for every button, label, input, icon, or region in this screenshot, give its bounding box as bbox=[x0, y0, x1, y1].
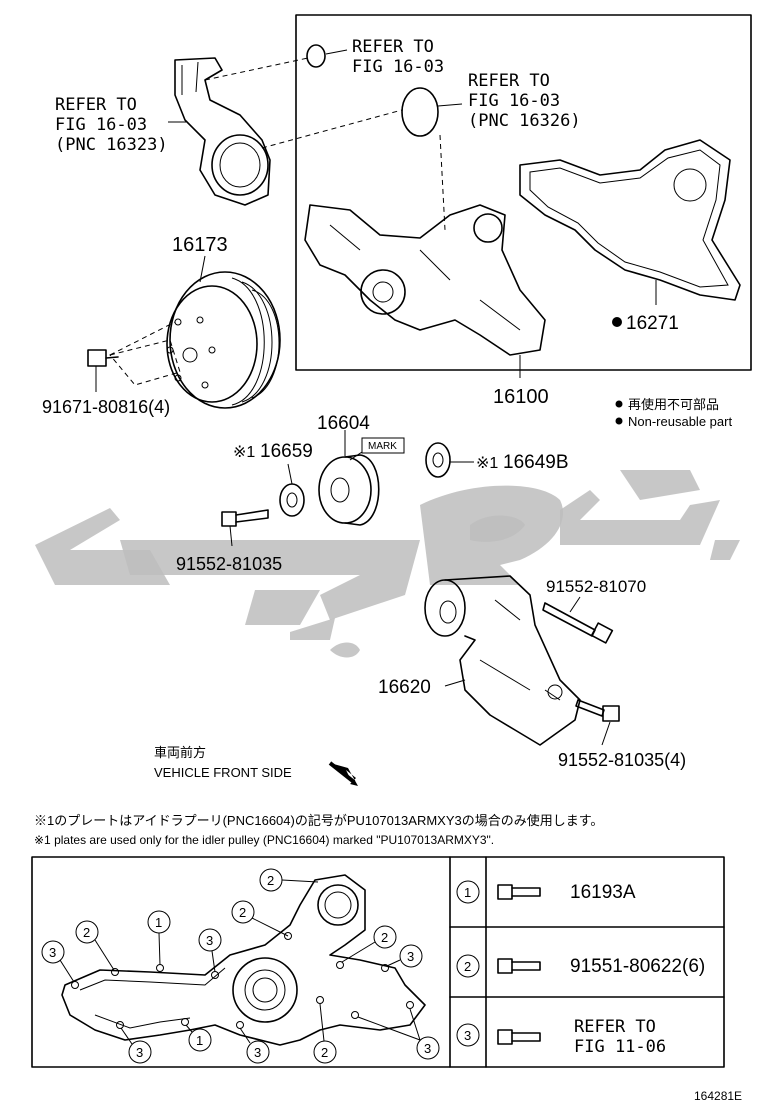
bolt-91552-81035-x4 bbox=[575, 699, 620, 722]
part-16649b: 16649B bbox=[503, 452, 569, 473]
figure-id: 164281E bbox=[694, 1089, 742, 1103]
part-16100: 16100 bbox=[493, 386, 549, 408]
svg-text:2: 2 bbox=[267, 873, 274, 888]
part-91552-81035: 91552-81035 bbox=[176, 554, 282, 574]
svg-text:2: 2 bbox=[83, 925, 90, 940]
svg-text:1: 1 bbox=[155, 915, 162, 930]
part-16173: 16173 bbox=[172, 234, 228, 256]
svg-text:3: 3 bbox=[407, 949, 414, 964]
asterisk-16659: ※1 bbox=[233, 444, 255, 461]
table-row-2: 2 91551-80622(6) bbox=[456, 954, 705, 978]
o-ring-small bbox=[306, 44, 326, 68]
callout-3: 3 bbox=[198, 928, 222, 952]
bolt-91552-81035 bbox=[221, 509, 269, 527]
ref-text-2a: REFER TO bbox=[468, 71, 550, 91]
svg-text:1: 1 bbox=[464, 885, 471, 900]
svg-text:2: 2 bbox=[239, 905, 246, 920]
callout-3: 3 bbox=[128, 1040, 152, 1064]
callout-2: 2 bbox=[373, 925, 397, 949]
bolt-location-box bbox=[31, 856, 725, 1068]
callout-1: 1 bbox=[147, 910, 171, 934]
front-side-en: VEHICLE FRONT SIDE bbox=[154, 765, 292, 780]
legend-en: Non-reusable part bbox=[628, 414, 732, 429]
svg-text:2: 2 bbox=[381, 930, 388, 945]
legend-jp: 再使用不可部品 bbox=[628, 397, 719, 412]
part-16659: 16659 bbox=[260, 441, 313, 462]
callout-3: 3 bbox=[399, 944, 423, 968]
callout-3: 3 bbox=[416, 1036, 440, 1060]
o-ring-large bbox=[401, 87, 439, 137]
mark-box bbox=[361, 437, 405, 454]
part-16604: 16604 bbox=[317, 413, 370, 434]
table-row-3: 3 REFER TO FIG 11-06 bbox=[456, 1017, 666, 1057]
callout-3: 3 bbox=[246, 1040, 270, 1064]
callout-2: 2 bbox=[313, 1040, 337, 1064]
water-pump-body bbox=[304, 204, 546, 356]
svg-text:3: 3 bbox=[424, 1041, 431, 1056]
table-part-91551-80622: 91551-80622(6) bbox=[570, 956, 705, 977]
callout-circles: 2 2 1 2 3 3 2 3 1 3 3 2 3 bbox=[41, 868, 440, 1064]
callout-2: 2 bbox=[75, 920, 99, 944]
svg-text:3: 3 bbox=[206, 933, 213, 948]
water-pump-gasket bbox=[519, 139, 741, 301]
pump-bolt-location-sketch bbox=[61, 874, 426, 1046]
mark-label: MARK bbox=[368, 441, 397, 452]
plate-16659 bbox=[279, 483, 305, 517]
ref-text-1a: REFER TO bbox=[352, 37, 434, 57]
svg-text:2: 2 bbox=[464, 959, 471, 974]
note-jp: ※1のプレートはアイドラプーリ(PNC16604)の記号がPU107013ARM… bbox=[34, 813, 603, 828]
svg-text:2: 2 bbox=[321, 1045, 328, 1060]
svg-text:1: 1 bbox=[196, 1033, 203, 1048]
ref-text-3a: REFER TO bbox=[55, 95, 137, 115]
svg-text:3: 3 bbox=[136, 1045, 143, 1060]
callout-3: 3 bbox=[41, 940, 65, 964]
table-ref-b: FIG 11-06 bbox=[574, 1037, 666, 1057]
front-side-jp: 車両前方 bbox=[154, 745, 206, 760]
svg-text:3: 3 bbox=[254, 1045, 261, 1060]
ref-text-2b: FIG 16-03 bbox=[468, 91, 560, 111]
svg-text:3: 3 bbox=[49, 945, 56, 960]
part-91671-80816: 91671-80816(4) bbox=[42, 397, 170, 417]
water-pump-assy-frame bbox=[295, 14, 752, 371]
ref-text-1b: FIG 16-03 bbox=[352, 57, 444, 77]
part-16620: 16620 bbox=[378, 677, 431, 698]
plate-16649b bbox=[425, 442, 451, 478]
water-pump-pulley bbox=[166, 271, 281, 409]
part-16271: 16271 bbox=[626, 313, 679, 334]
bolt-91552-81070 bbox=[542, 602, 614, 644]
ref-text-3b: FIG 16-03 bbox=[55, 115, 147, 135]
front-direction-arrow bbox=[330, 763, 358, 786]
svg-text:3: 3 bbox=[464, 1028, 471, 1043]
belt-tensioner bbox=[424, 575, 581, 746]
part-91552-81070: 91552-81070 bbox=[546, 577, 646, 596]
table-row-1: 1 16193A bbox=[456, 880, 636, 904]
callout-1: 1 bbox=[188, 1028, 212, 1052]
part-91552-81035-4: 91552-81035(4) bbox=[558, 750, 686, 770]
bolt-91671 bbox=[87, 349, 119, 367]
ref-text-3c: (PNC 16323) bbox=[55, 135, 168, 155]
idler-pulley bbox=[318, 454, 380, 526]
watermark-logo bbox=[35, 470, 740, 658]
asterisk-16649b: ※1 bbox=[476, 455, 498, 472]
table-ref-a: REFER TO bbox=[574, 1017, 656, 1037]
callout-2: 2 bbox=[231, 900, 255, 924]
note-en: ※1 plates are used only for the idler pu… bbox=[34, 833, 494, 847]
ref-text-2c: (PNC 16326) bbox=[468, 111, 581, 131]
water-inlet-pipe bbox=[174, 57, 271, 206]
callout-2: 2 bbox=[259, 868, 283, 892]
table-part-16193a: 16193A bbox=[570, 882, 636, 903]
